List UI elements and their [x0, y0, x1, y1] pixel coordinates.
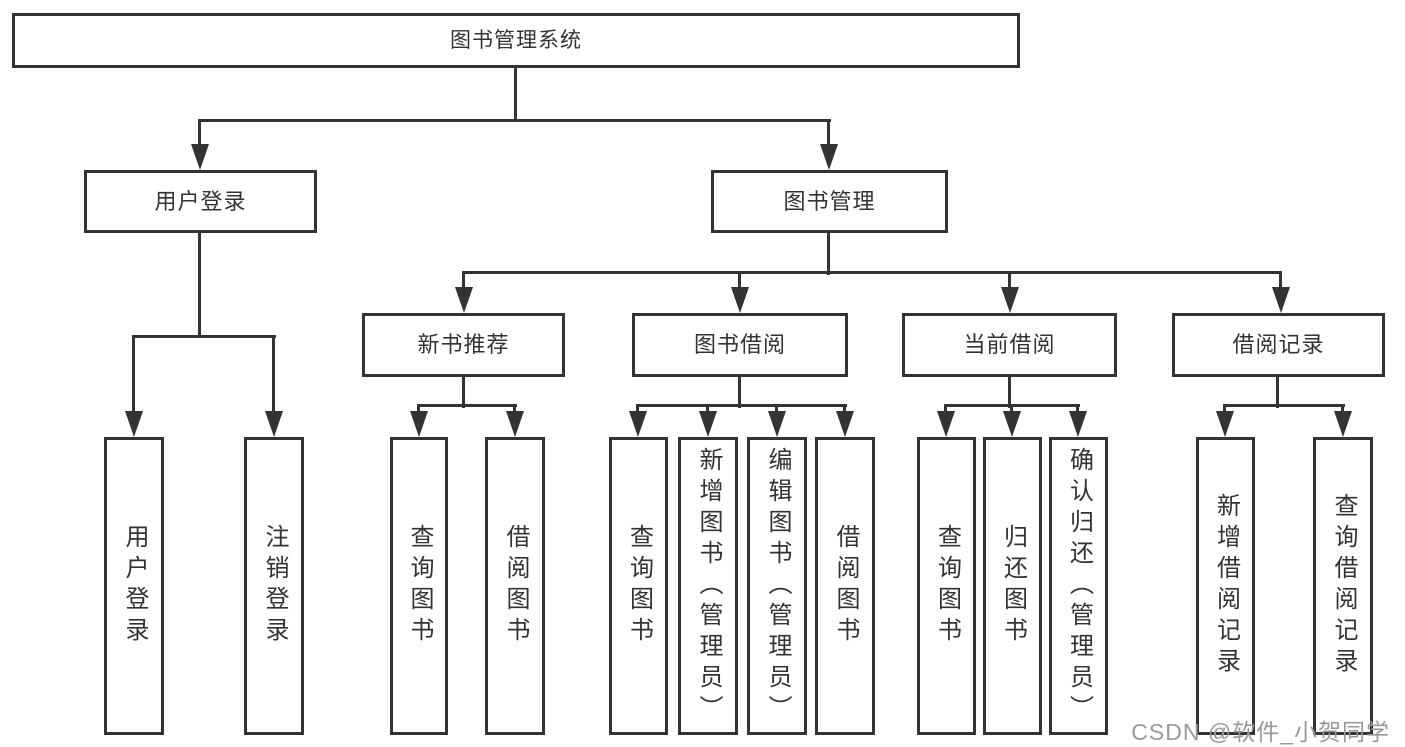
leaf-add-book-admin: 新增图书（管理员） — [678, 437, 738, 735]
connector-line — [1279, 271, 1282, 293]
connector-line — [1224, 404, 1345, 407]
arrow-down-icon — [455, 287, 473, 313]
node-label: 查询图书 — [933, 524, 961, 648]
node-label: 确认归还（管理员） — [1065, 446, 1093, 726]
node-user-login-branch: 用户登录 — [84, 170, 317, 233]
arrow-down-icon — [699, 411, 717, 437]
leaf-add-borrow-record: 新增借阅记录 — [1196, 437, 1255, 735]
connector-line — [738, 375, 741, 408]
leaf-confirm-return-admin: 确认归还（管理员） — [1049, 437, 1108, 735]
node-label: 借阅图书 — [832, 524, 859, 648]
leaf-edit-book-admin: 编辑图书（管理员） — [747, 437, 807, 735]
node-label: 查询借阅记录 — [1330, 493, 1357, 679]
arrow-down-icon — [1272, 287, 1290, 313]
node-book-borrowing: 图书借阅 — [632, 313, 848, 377]
node-label: 归还图书 — [999, 524, 1027, 648]
leaf-return-books: 归还图书 — [983, 437, 1042, 735]
leaf-query-borrow-record: 查询借阅记录 — [1313, 437, 1373, 735]
leaf-logout: 注销登录 — [244, 437, 304, 735]
arrow-down-icon — [506, 411, 524, 437]
arrow-down-icon — [1003, 411, 1021, 437]
node-label: 查询图书 — [406, 524, 433, 648]
connector-line — [463, 271, 1282, 274]
arrow-down-icon — [265, 411, 283, 437]
node-label: 用户登录 — [121, 524, 148, 648]
node-label: 编辑图书（管理员） — [764, 446, 791, 726]
arrow-down-icon — [1001, 287, 1019, 313]
arrow-down-icon — [1069, 411, 1087, 437]
arrow-down-icon — [629, 411, 647, 437]
node-book-management-branch: 图书管理 — [711, 170, 948, 233]
node-label: 注销登录 — [261, 524, 288, 648]
connector-line — [198, 119, 201, 147]
leaf-borrow-books-1: 借阅图书 — [485, 437, 545, 735]
connector-line — [198, 231, 201, 338]
node-label: 用户登录 — [154, 188, 247, 214]
connector-line — [462, 375, 465, 408]
arrow-down-icon — [937, 411, 955, 437]
node-label: 图书借阅 — [693, 332, 786, 357]
node-label: 图书管理 — [783, 188, 876, 214]
arrow-down-icon — [125, 411, 143, 437]
arrow-down-icon — [410, 411, 428, 437]
node-label: 查询图书 — [625, 524, 653, 648]
connector-line — [738, 271, 741, 293]
connector-line — [199, 119, 831, 122]
leaf-query-books-3: 查询图书 — [917, 437, 976, 735]
connector-line — [418, 404, 517, 407]
connector-line — [1276, 375, 1279, 408]
connector-line — [827, 231, 830, 275]
connector-line — [133, 335, 276, 338]
node-label: 新书推荐 — [417, 332, 510, 357]
leaf-borrow-books-2: 借阅图书 — [815, 437, 875, 735]
leaf-query-books-2: 查询图书 — [609, 437, 668, 735]
connector-line — [514, 66, 517, 122]
arrow-down-icon — [731, 287, 749, 313]
arrow-down-icon — [768, 411, 786, 437]
leaf-user-login: 用户登录 — [104, 437, 164, 735]
connector-line — [132, 335, 135, 415]
node-label: 借阅图书 — [502, 524, 529, 648]
connector-line — [827, 119, 830, 147]
connector-line — [1008, 375, 1011, 408]
arrow-down-icon — [836, 411, 854, 437]
node-label: 新增借阅记录 — [1212, 493, 1240, 679]
node-label: 当前借阅 — [963, 332, 1056, 357]
connector-line — [272, 335, 275, 415]
node-current-borrowing: 当前借阅 — [902, 313, 1117, 377]
connector-line — [1008, 271, 1011, 293]
csdn-watermark: CSDN @软件_小贺同学 — [1131, 719, 1390, 745]
arrow-down-icon — [820, 144, 838, 170]
node-library-management-system: 图书管理系统 — [12, 13, 1020, 68]
node-label: 新增图书（管理员） — [695, 446, 722, 726]
connector-line — [462, 271, 465, 293]
leaf-query-books-1: 查询图书 — [390, 437, 448, 735]
connector-line — [637, 404, 847, 407]
arrow-down-icon — [1216, 411, 1234, 437]
node-label: 借阅记录 — [1232, 332, 1325, 357]
arrow-down-icon — [1334, 411, 1352, 437]
node-new-book-recommendation: 新书推荐 — [362, 313, 565, 377]
arrow-down-icon — [191, 144, 209, 170]
node-borrowing-records: 借阅记录 — [1172, 313, 1385, 377]
node-label: 图书管理系统 — [450, 29, 582, 52]
